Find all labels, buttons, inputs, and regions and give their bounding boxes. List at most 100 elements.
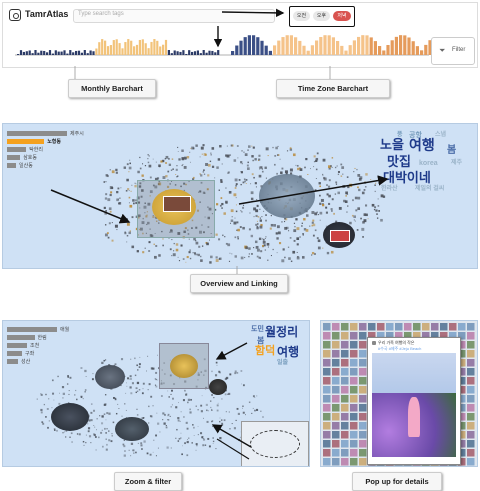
- photo-marker[interactable]: [227, 172, 229, 174]
- photo-marker[interactable]: [48, 420, 50, 422]
- photo-marker[interactable]: [205, 153, 207, 156]
- thumbnail[interactable]: [323, 350, 331, 358]
- photo-marker[interactable]: [187, 398, 191, 401]
- thumbnail[interactable]: [467, 386, 475, 394]
- photo-marker[interactable]: [264, 238, 266, 239]
- thumbnail[interactable]: [458, 350, 466, 358]
- photo-marker[interactable]: [111, 239, 114, 242]
- photo-marker[interactable]: [144, 247, 146, 249]
- photo-marker[interactable]: [182, 163, 184, 165]
- photo-marker[interactable]: [169, 183, 171, 185]
- photo-marker[interactable]: [240, 161, 243, 164]
- month-bar[interactable]: [133, 46, 136, 55]
- timezone-bar[interactable]: [424, 44, 428, 55]
- photo-marker[interactable]: [124, 450, 126, 452]
- photo-marker[interactable]: [223, 419, 226, 422]
- photo-marker[interactable]: [187, 229, 189, 231]
- photo-marker[interactable]: [262, 244, 264, 247]
- photo-marker[interactable]: [252, 407, 254, 410]
- photo-marker[interactable]: [154, 255, 157, 259]
- photo-marker[interactable]: [216, 409, 219, 412]
- photo-marker[interactable]: [264, 166, 267, 169]
- photo-marker[interactable]: [136, 414, 139, 416]
- photo-marker[interactable]: [61, 386, 65, 389]
- rank-bar[interactable]: [7, 343, 27, 348]
- photo-marker[interactable]: [162, 176, 166, 179]
- photo-marker[interactable]: [237, 157, 239, 159]
- photo-marker[interactable]: [114, 363, 117, 366]
- photo-marker[interactable]: [212, 443, 214, 444]
- photo-marker[interactable]: [189, 411, 192, 414]
- photo-marker[interactable]: [250, 234, 254, 238]
- photo-marker[interactable]: [185, 422, 187, 424]
- photo-marker[interactable]: [235, 204, 237, 206]
- month-bar[interactable]: [130, 40, 133, 55]
- photo-marker[interactable]: [177, 419, 180, 422]
- photo-marker[interactable]: [263, 244, 266, 247]
- wordcloud-word[interactable]: 스냅: [435, 132, 447, 138]
- month-bar[interactable]: [170, 53, 173, 55]
- photo-marker[interactable]: [209, 160, 212, 163]
- photo-marker[interactable]: [222, 234, 224, 237]
- photo-marker[interactable]: [252, 395, 255, 398]
- photo-marker[interactable]: [322, 247, 324, 249]
- photo-marker[interactable]: [182, 445, 183, 447]
- month-bar[interactable]: [75, 50, 78, 55]
- photo-marker[interactable]: [175, 437, 177, 439]
- photo-marker[interactable]: [43, 403, 46, 406]
- photo-marker[interactable]: [124, 403, 126, 405]
- photo-marker[interactable]: [167, 419, 170, 421]
- photo-marker[interactable]: [202, 171, 205, 173]
- photo-marker[interactable]: [279, 158, 281, 160]
- photo-marker[interactable]: [135, 451, 137, 454]
- photo-marker[interactable]: [206, 242, 209, 246]
- photo-marker[interactable]: [226, 154, 230, 158]
- month-bar[interactable]: [167, 50, 170, 55]
- photo-marker[interactable]: [263, 210, 265, 212]
- photo-marker[interactable]: [200, 404, 203, 407]
- thumbnail[interactable]: [332, 359, 340, 367]
- photo-marker[interactable]: [134, 182, 136, 184]
- photo-marker[interactable]: [169, 415, 171, 417]
- month-bar[interactable]: [159, 46, 162, 55]
- photo-marker[interactable]: [188, 238, 190, 240]
- photo-marker[interactable]: [304, 166, 306, 169]
- photo-marker[interactable]: [119, 197, 121, 199]
- photo-marker[interactable]: [242, 407, 243, 409]
- thumbnail[interactable]: [323, 422, 331, 430]
- photo-marker[interactable]: [115, 168, 118, 172]
- popup-map[interactable]: 우리 가족 여행의 작은 #수국 #제주 #Jeju Beach: [320, 320, 478, 467]
- photo-marker[interactable]: [375, 209, 378, 212]
- photo-marker[interactable]: [101, 415, 104, 418]
- thumbnail[interactable]: [431, 323, 439, 331]
- photo-marker[interactable]: [256, 225, 259, 228]
- wordcloud-word[interactable]: 여행: [409, 137, 435, 153]
- photo-marker[interactable]: [231, 216, 233, 218]
- photo-marker[interactable]: [135, 201, 138, 205]
- month-bar[interactable]: [106, 46, 110, 55]
- photo-marker[interactable]: [337, 173, 340, 176]
- photo-marker[interactable]: [276, 154, 279, 156]
- photo-marker[interactable]: [299, 168, 303, 171]
- photo-marker[interactable]: [98, 436, 100, 439]
- photo-marker[interactable]: [59, 392, 60, 394]
- month-bar[interactable]: [162, 44, 165, 55]
- photo-marker[interactable]: [234, 178, 238, 182]
- photo-marker[interactable]: [229, 373, 232, 376]
- photo-marker[interactable]: [139, 207, 141, 209]
- photo-marker[interactable]: [361, 191, 365, 195]
- photo-marker[interactable]: [87, 427, 91, 430]
- photo-marker[interactable]: [247, 149, 249, 151]
- month-bar[interactable]: [25, 51, 28, 55]
- photo-marker[interactable]: [109, 210, 112, 213]
- wordcloud-word[interactable]: 제주: [451, 160, 463, 166]
- month-bar[interactable]: [144, 43, 147, 55]
- thumbnail[interactable]: [458, 440, 466, 448]
- photo-marker[interactable]: [312, 223, 316, 227]
- photo-marker[interactable]: [130, 190, 132, 192]
- wordcloud-word[interactable]: 일출: [277, 360, 289, 366]
- photo-marker[interactable]: [352, 199, 354, 202]
- photo-marker[interactable]: [316, 211, 318, 213]
- month-bar[interactable]: [173, 50, 176, 55]
- month-bar[interactable]: [66, 53, 69, 55]
